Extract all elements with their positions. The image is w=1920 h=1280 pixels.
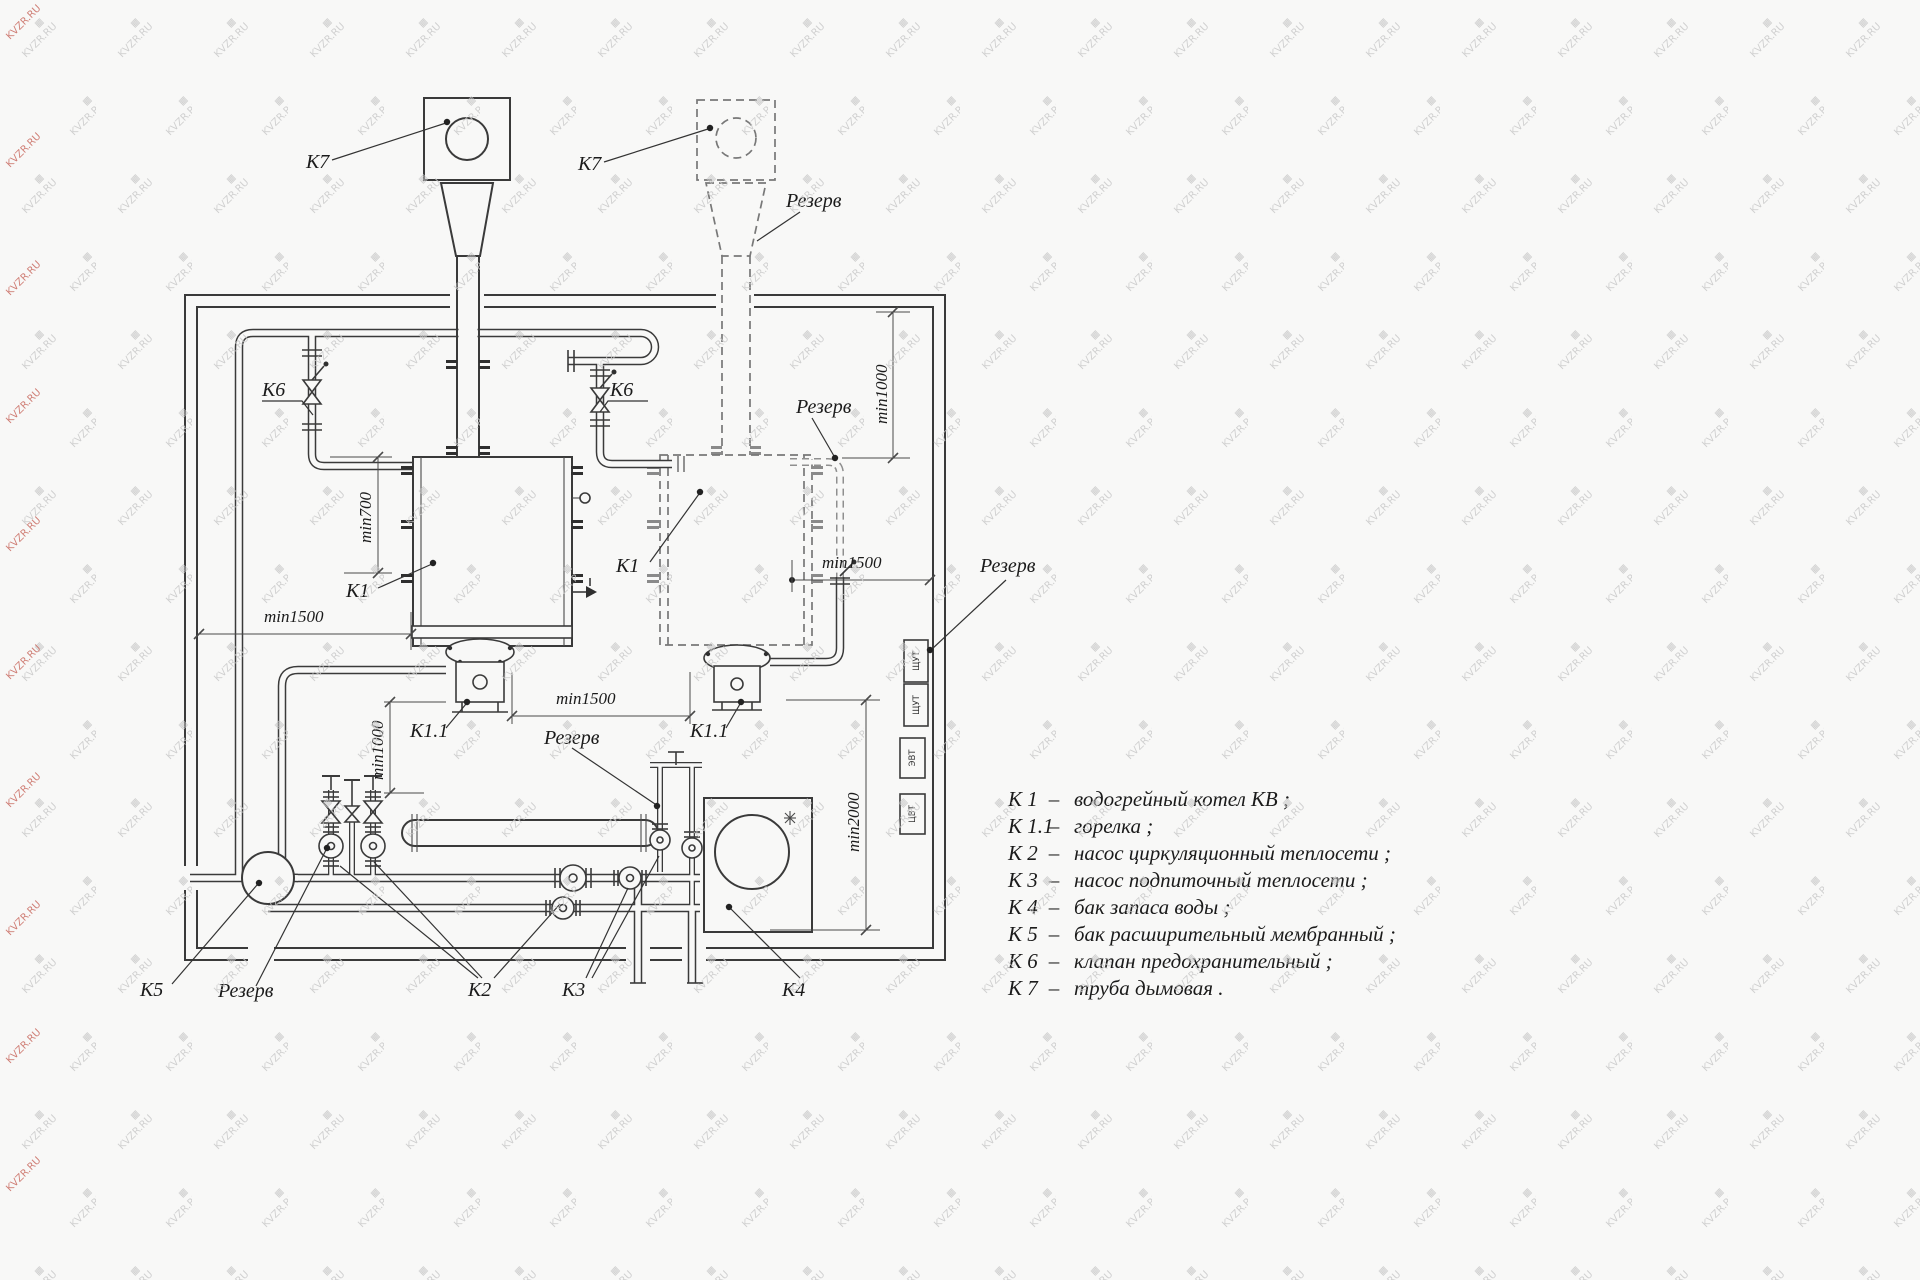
watermark-layer: KVZR.RU KVZR.RU KVZR.RU KVZR.RU KVZR.RU …	[0, 0, 1920, 1280]
boiler-room-plan-page: KVZR.RU ▦ KVZR.RU ▦	[0, 0, 1920, 1280]
boiler-room-drawing: KVZR.RU ▦ KVZR.RU ▦	[0, 0, 1920, 1280]
